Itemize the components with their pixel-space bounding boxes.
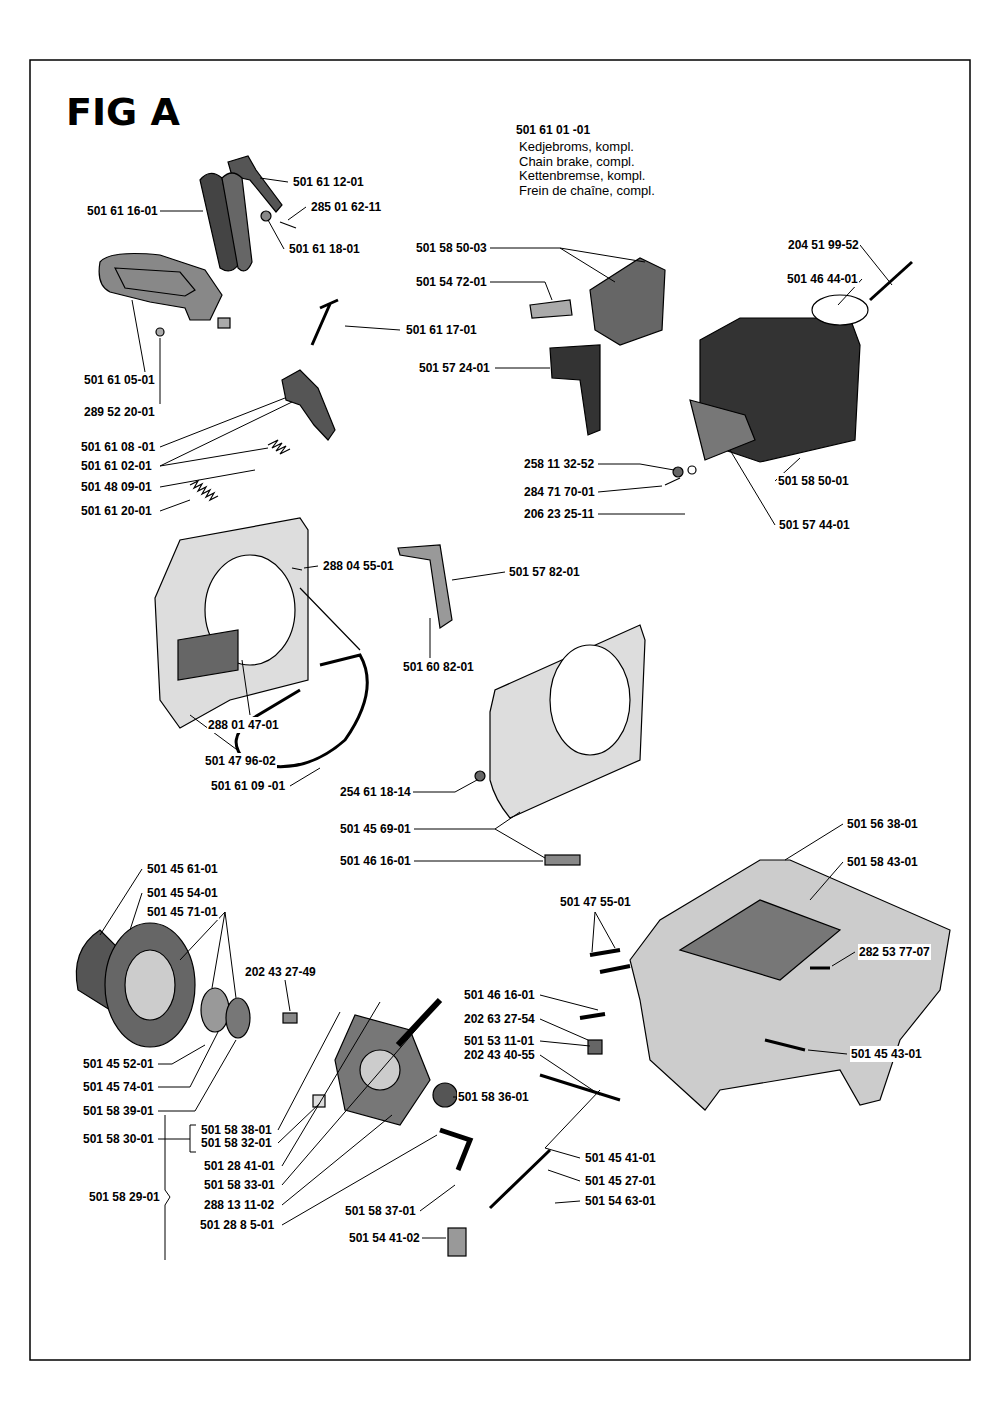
callout-number: 501 61 09 -01 bbox=[210, 778, 286, 794]
callout-number: 501 54 63-01 bbox=[584, 1193, 657, 1209]
callout-number: 204 51 99-52 bbox=[787, 237, 860, 253]
callout-number: 258 11 32-52 bbox=[523, 456, 595, 472]
callout-number: 202 43 40-55 bbox=[463, 1047, 536, 1063]
callout-number: 501 48 09-01 bbox=[80, 479, 153, 495]
callout-number: 206 23 25-11 bbox=[523, 506, 595, 522]
note-text: 501 61 01 -01 bbox=[515, 122, 591, 138]
callout-number: 288 01 47-01 bbox=[207, 717, 280, 733]
callout-number: 254 61 18-14 bbox=[339, 784, 412, 800]
callout-number: 285 01 62-11 bbox=[310, 199, 382, 215]
callout-number: 501 54 72-01 bbox=[415, 274, 488, 290]
callout-number: 501 47 96-02 bbox=[204, 753, 277, 769]
callout-number: 289 52 20-01 bbox=[83, 404, 156, 420]
callout-number: 501 46 16-01 bbox=[339, 853, 412, 869]
callout-number: 501 28 8 5-01 bbox=[199, 1217, 275, 1233]
callout-number: 501 58 43-01 bbox=[846, 854, 919, 870]
callout-number: 501 61 20-01 bbox=[80, 503, 153, 519]
callout-number: 501 61 18-01 bbox=[288, 241, 361, 257]
callout-number: 501 45 27-01 bbox=[584, 1173, 657, 1189]
callout-number: 501 58 29-01 bbox=[88, 1189, 161, 1205]
figure-title: FIG A bbox=[66, 90, 180, 134]
callout-number: 501 58 36-01 bbox=[457, 1089, 530, 1105]
callout-number: 501 61 16-01 bbox=[86, 203, 159, 219]
callout-number: 501 58 50-03 bbox=[415, 240, 488, 256]
callout-number: 501 61 05-01 bbox=[83, 372, 156, 388]
callout-number: 501 45 41-01 bbox=[584, 1150, 657, 1166]
note-text: Kedjebroms, kompl. bbox=[518, 139, 635, 155]
callout-number: 501 58 30-01 bbox=[82, 1131, 155, 1147]
callout-number: 501 61 17-01 bbox=[405, 322, 478, 338]
callout-number: 501 45 54-01 bbox=[146, 885, 219, 901]
callout-number: 501 45 74-01 bbox=[82, 1079, 155, 1095]
callout-number: 501 45 52-01 bbox=[82, 1056, 155, 1072]
callout-number: 501 46 16-01 bbox=[463, 987, 536, 1003]
callout-number: 501 61 02-01 bbox=[80, 458, 153, 474]
callout-number: 501 61 08 -01 bbox=[80, 439, 156, 455]
callout-number: 501 58 37-01 bbox=[344, 1203, 417, 1219]
callout-number: 501 58 32-01 bbox=[200, 1135, 273, 1151]
callout-number: 501 28 41-01 bbox=[203, 1158, 276, 1174]
callout-number: 501 61 12-01 bbox=[292, 174, 365, 190]
callout-number: 282 53 77-07 bbox=[858, 944, 931, 960]
callout-number: 501 58 39-01 bbox=[82, 1103, 155, 1119]
callout-number: 501 47 55-01 bbox=[559, 894, 632, 910]
callout-number: 501 57 24-01 bbox=[418, 360, 491, 376]
callout-number: 501 57 82-01 bbox=[508, 564, 581, 580]
callout-number: 501 58 50-01 bbox=[777, 473, 850, 489]
callout-number: 202 43 27-49 bbox=[244, 964, 317, 980]
callout-number: 501 54 41-02 bbox=[348, 1230, 421, 1246]
callout-number: 288 04 55-01 bbox=[322, 558, 395, 574]
callout-number: 501 60 82-01 bbox=[402, 659, 475, 675]
callout-number: 501 45 71-01 bbox=[146, 904, 219, 920]
callout-number: 501 45 69-01 bbox=[339, 821, 412, 837]
callout-number: 284 71 70-01 bbox=[523, 484, 596, 500]
callout-number: 501 58 33-01 bbox=[203, 1177, 276, 1193]
callout-number: 501 46 44-01 bbox=[786, 271, 859, 287]
callout-number: 501 45 61-01 bbox=[146, 861, 219, 877]
callout-number: 288 13 11-02 bbox=[203, 1197, 275, 1213]
note-text: Frein de chaîne, compl. bbox=[518, 183, 656, 199]
callout-number: 202 63 27-54 bbox=[463, 1011, 536, 1027]
note-text: Kettenbremse, kompl. bbox=[518, 168, 646, 184]
callout-number: 501 45 43-01 bbox=[850, 1046, 923, 1062]
callout-number: 501 57 44-01 bbox=[778, 517, 851, 533]
callout-number: 501 56 38-01 bbox=[846, 816, 919, 832]
